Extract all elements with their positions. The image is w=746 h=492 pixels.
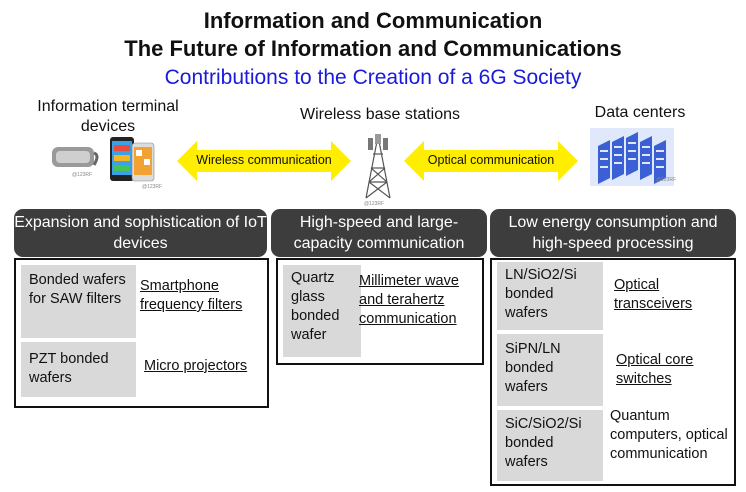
material-box: SiPN/LN bonded wafers: [497, 334, 603, 406]
smartphone-icon: [110, 137, 134, 181]
vr-headset-icon: [52, 147, 99, 167]
material-box: PZT bonded wafers: [21, 342, 136, 397]
column-label-data-centers: Data centers: [594, 104, 686, 121]
material-box: SiC/SiO2/Si bonded wafers: [497, 410, 603, 481]
column-label-base-stations: Wireless base stations: [299, 106, 461, 123]
material-box: Quartz glass bonded wafer: [283, 265, 361, 357]
title-line-2: The Future of Information and Communicat…: [124, 36, 622, 61]
optical-arrow: [404, 141, 578, 181]
watermark-text: @123RF: [72, 172, 93, 178]
base-station-tower-icon: [365, 134, 391, 199]
banner-iot-devices: Expansion and sophistication of IoT devi…: [14, 209, 267, 257]
banner-high-speed-communication: High-speed and large-capacity communicat…: [271, 209, 487, 257]
watermark-text: @123RF: [656, 177, 677, 183]
application-label: Optical transceivers: [614, 277, 693, 312]
application-label: Optical core switches: [616, 352, 694, 387]
application-label: Quantum computers, optical communication: [610, 408, 728, 462]
data-center-servers-icon: [590, 128, 674, 186]
title-line-1: Information and Communication: [203, 8, 543, 33]
wireless-arrow: [177, 141, 351, 181]
subtitle: Contributions to the Creation of a 6G So…: [164, 66, 582, 89]
watermark-text: @123RF: [364, 201, 385, 207]
banner-low-energy-processing: Low energy consumption and high-speed pr…: [490, 209, 736, 257]
terminal-devices-image: [52, 137, 155, 182]
application-label: Smartphone frequency filters: [140, 278, 243, 313]
watermark-text: @123RF: [142, 184, 163, 190]
material-box: LN/SiO2/Si bonded wafers: [497, 262, 603, 330]
application-label: Millimeter wave and terahertz communicat…: [359, 273, 459, 327]
smartphone-icon-2: [131, 142, 155, 182]
optical-arrow-label: Optical communication: [427, 153, 555, 167]
column-label-terminal-devices: Information terminal devices: [37, 98, 179, 135]
material-box: Bonded wafers for SAW filters: [21, 265, 136, 338]
wireless-arrow-label: Wireless communication: [196, 153, 332, 167]
application-label: Micro projectors: [144, 358, 248, 374]
